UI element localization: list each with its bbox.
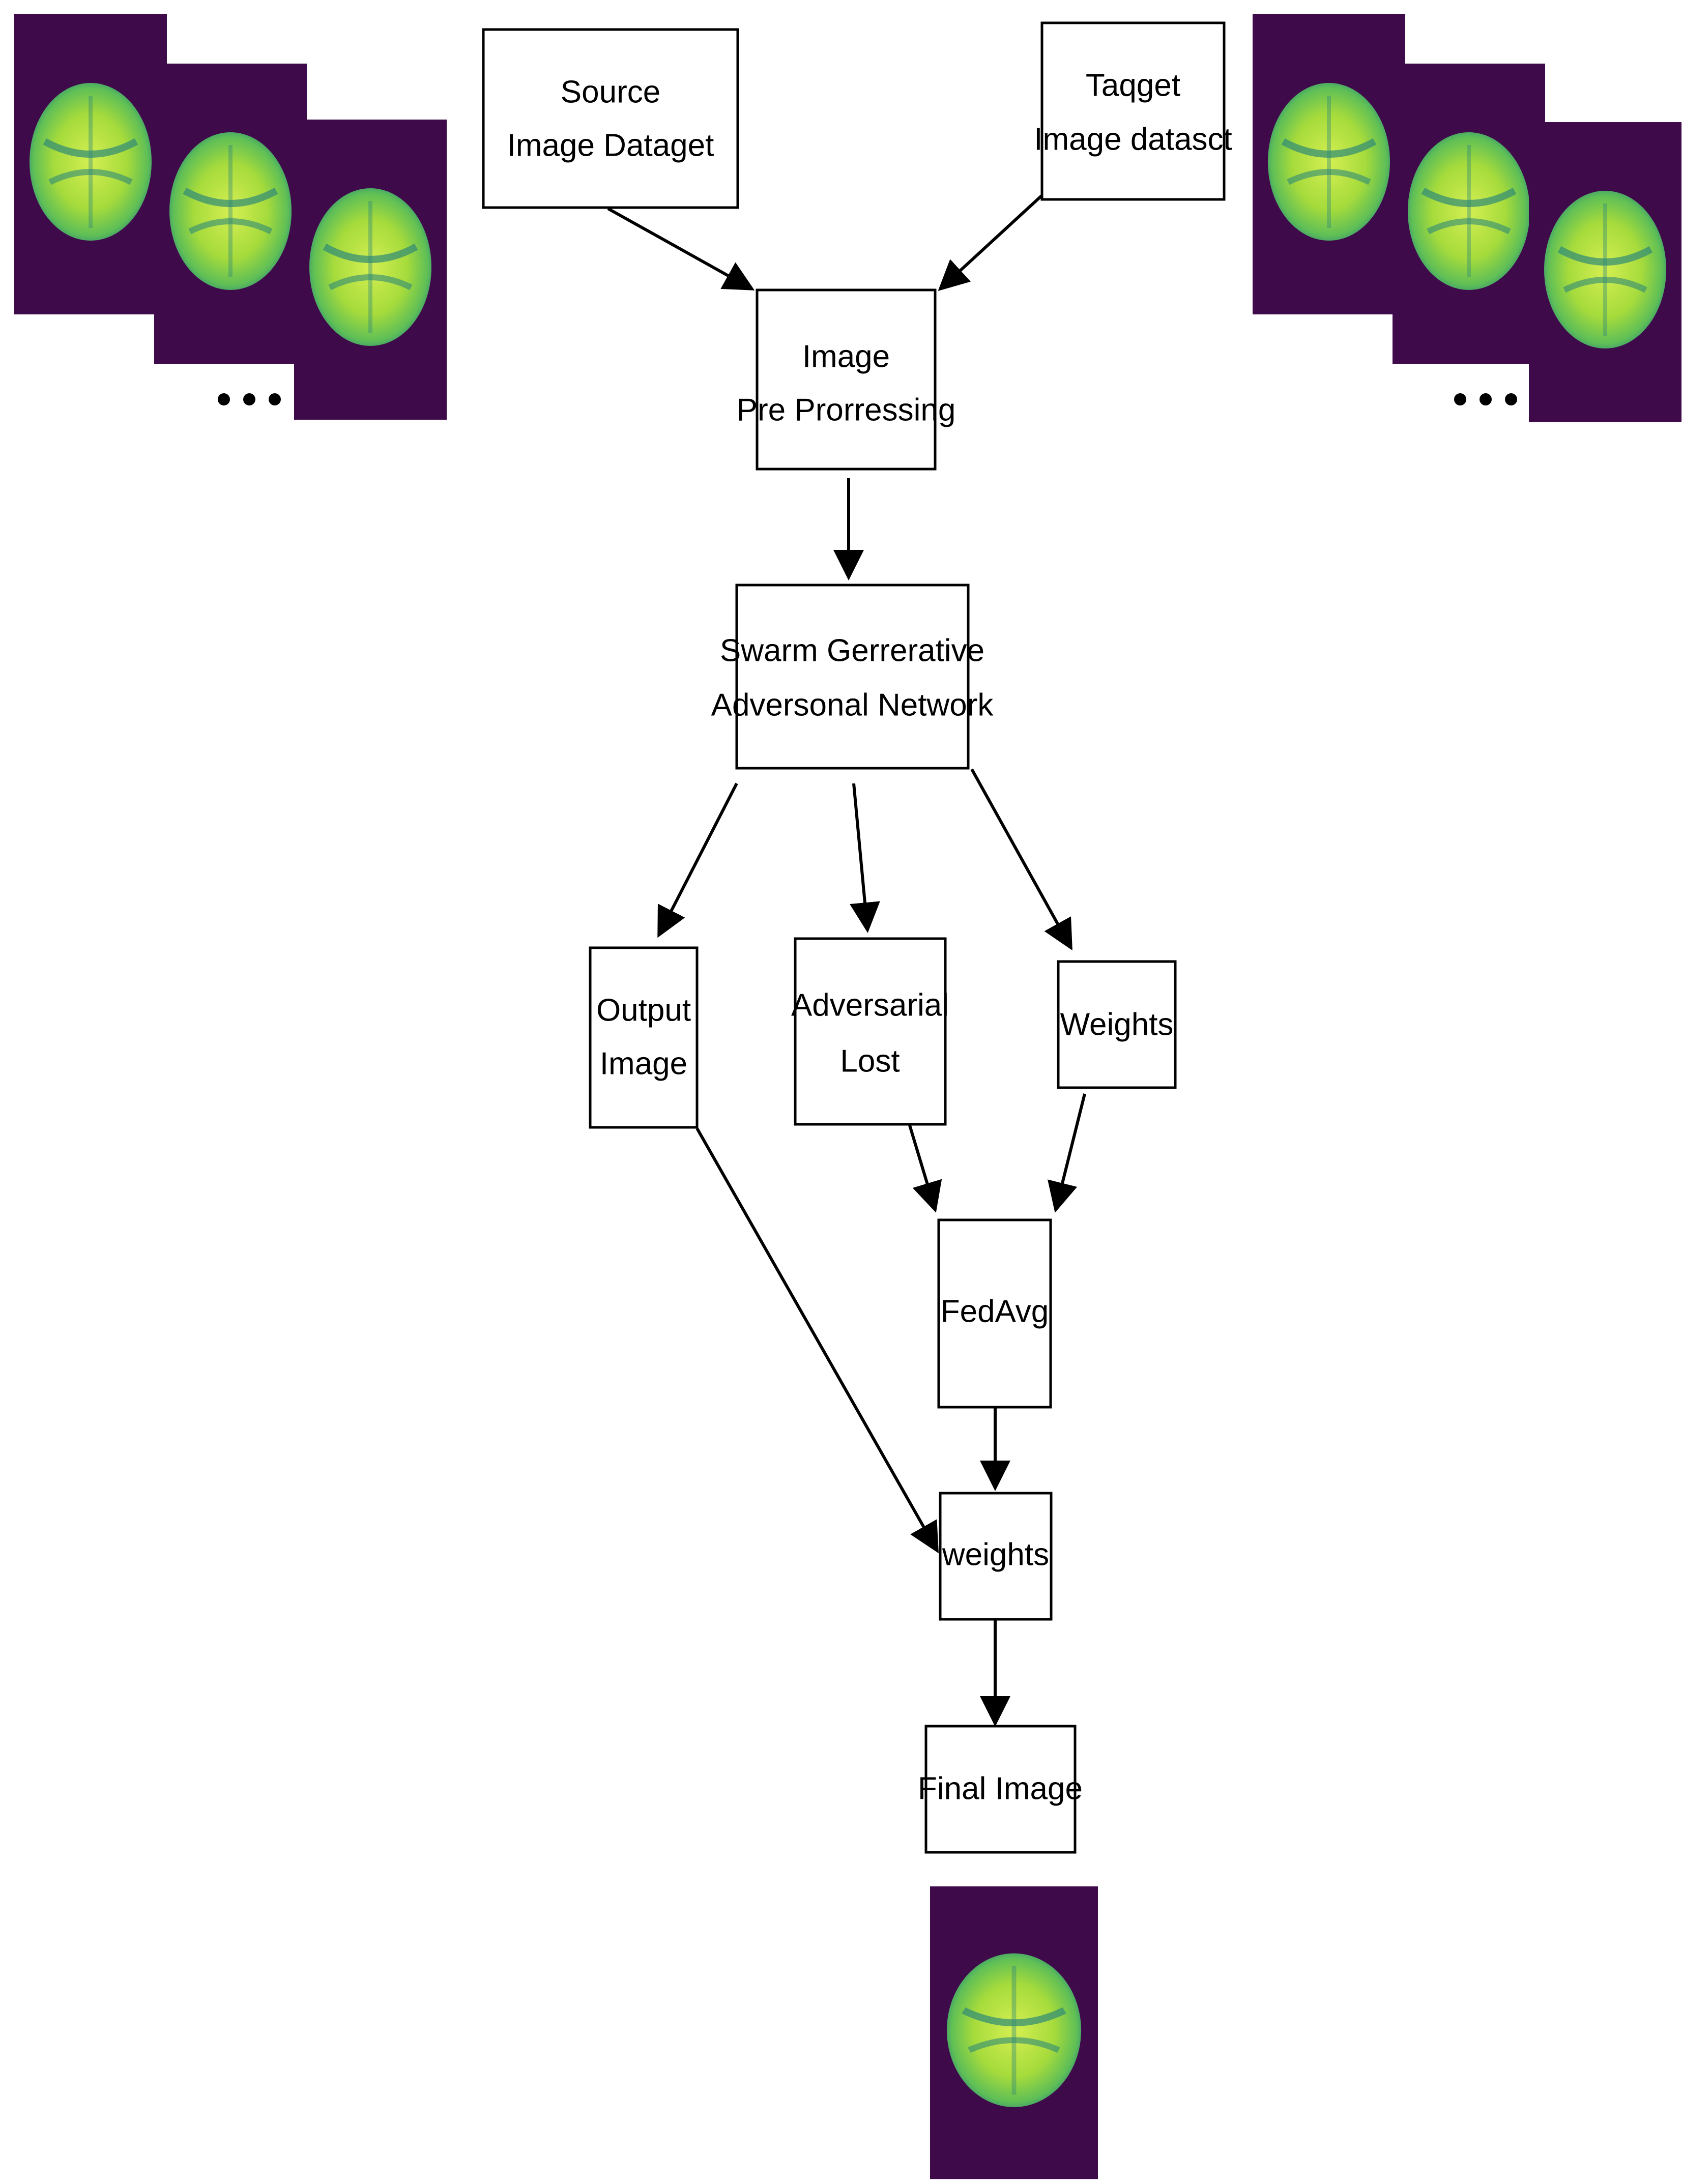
edge-gan-to-output-image (657, 782, 738, 938)
edge-gan-to-adversarial-loss (850, 783, 880, 933)
edge-output-image-to-weights (695, 1127, 939, 1554)
final-image-label: Final Image (918, 1771, 1083, 1806)
output-image-node: Output Image (589, 946, 699, 1129)
brain-mri-slice-icon (1529, 122, 1681, 422)
brain-mri-slice-icon (1253, 14, 1405, 314)
final-brain-mri-slice-icon (930, 1886, 1098, 2179)
target-dataset-label-line1: Taqget (1086, 68, 1180, 103)
brain-mri-slice-icon (14, 14, 167, 314)
final-image-node: Final Image (918, 1725, 1083, 1854)
adversarial-loss-label-line2: Lost (840, 1043, 900, 1079)
brain-mri-slice-icon (294, 120, 447, 420)
edges (607, 194, 1086, 1727)
edge-source-to-preprocessing (607, 207, 755, 290)
edge-adversarial-loss-to-fedavg (908, 1125, 942, 1213)
adversarial-loss-node: Adversarial Lost (791, 937, 949, 1126)
adversarial-loss-label-line1: Adversarial (791, 987, 949, 1023)
swarm-gan-label-line2: Adversonal Network (711, 687, 994, 722)
fedavg-node: FedAvg (937, 1218, 1052, 1409)
target-dataset-node: Taqget Image datasct (1034, 21, 1232, 201)
weights-aggregated-label: weights (942, 1537, 1049, 1572)
weights-node: Weights (1057, 960, 1177, 1089)
source-dataset-node: Source Image Dataget (482, 28, 739, 209)
source-dataset-label-line1: Source (561, 74, 660, 109)
weights-label: Weights (1060, 1007, 1174, 1042)
swarm-gan-node: Swarm Gerrerative Adversonal Network (711, 584, 994, 770)
fedavg-label: FedAvg (941, 1294, 1049, 1329)
target-image-stack (1253, 14, 1681, 422)
swarm-gan-label-line1: Swarm Gerrerative (720, 633, 984, 668)
brain-mri-slice-icon (154, 64, 307, 364)
weights-aggregated-node: weights (939, 1492, 1053, 1621)
output-image-label-line1: Output (596, 993, 691, 1028)
brain-mri-slice-icon (1393, 64, 1545, 364)
edge-weights-to-fedavg (1047, 1093, 1086, 1213)
ellipsis-icon (218, 393, 281, 405)
preprocessing-label-line1: Image (802, 339, 890, 374)
target-dataset-label-line2: Image datasct (1034, 122, 1232, 157)
edge-gan-to-weights (970, 768, 1072, 951)
preprocessing-node: Image Pre Prorressing (737, 288, 956, 471)
edge-target-to-preprocessing (938, 194, 1043, 292)
source-image-stack (14, 14, 447, 420)
ellipsis-icon (1454, 393, 1517, 405)
source-dataset-label-line2: Image Dataget (507, 128, 714, 163)
preprocessing-label-line2: Pre Prorressing (737, 392, 956, 427)
output-image-label-line2: Image (600, 1046, 687, 1081)
